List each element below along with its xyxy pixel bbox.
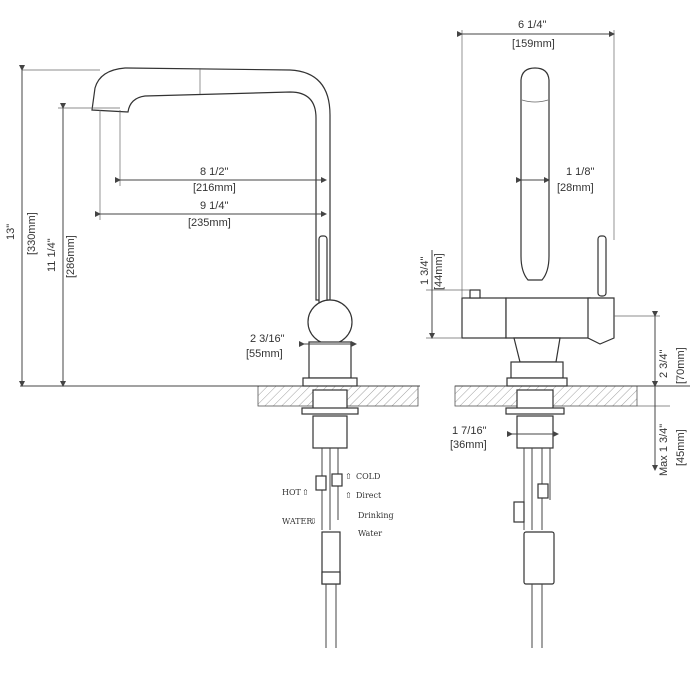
dim-body-height-imperial: 2 3/4" — [658, 350, 670, 378]
spout-front — [520, 67, 550, 281]
dim-max-deck-imperial: Max 1 3/4" — [658, 424, 670, 476]
arrow-cold: ⇧ — [345, 472, 352, 481]
dim-base-diameter-metric: [55mm] — [246, 348, 283, 360]
label-water: WATER — [282, 517, 313, 526]
dim-overall-height-metric: [330mm] — [26, 212, 38, 255]
dim-handle-height-metric: [44mm] — [433, 253, 445, 290]
dim-shank-diameter-metric: [36mm] — [450, 439, 487, 451]
dim-overall-width-metric: [159mm] — [512, 38, 555, 50]
dim-reach-long-metric: [235mm] — [188, 217, 231, 229]
dim-overall-width-imperial: 6 1/4" — [518, 19, 546, 31]
dim-handle-height-imperial: 1 3/4" — [419, 257, 431, 285]
arrow-direct: ⇧ — [345, 491, 352, 500]
label-direct-3: Water — [358, 529, 382, 538]
dim-max-deck-metric: [45mm] — [675, 429, 687, 466]
dim-reach-short-metric: [216mm] — [193, 182, 236, 194]
label-hot: HOT — [282, 488, 302, 497]
dim-spout-height-imperial: 11 1/4" — [46, 238, 58, 272]
dim-spout-height-metric: [286mm] — [65, 235, 77, 278]
dim-body-height-metric: [70mm] — [675, 347, 687, 384]
dim-spout-diameter-metric: [28mm] — [557, 182, 594, 194]
label-direct-1: Direct — [356, 491, 382, 500]
dim-reach-short-imperial: 8 1/2" — [200, 166, 228, 178]
arrow-water: ⇩ — [310, 517, 317, 526]
arrow-hot: ⇧ — [302, 488, 309, 497]
label-direct-2: Drinking — [358, 511, 394, 520]
dim-spout-diameter-imperial: 1 1/8" — [566, 166, 594, 178]
dim-shank-diameter-imperial: 1 7/16" — [452, 425, 487, 437]
valve-body-side — [307, 299, 353, 345]
side-view: 13" [330mm] 11 1/4" [286mm] 8 1/2" [216m… — [5, 65, 420, 648]
front-view: 6 1/4" [159mm] 1 1/8" [28mm] 1 3/4" [44m… — [419, 19, 690, 648]
label-cold: COLD — [356, 472, 380, 481]
handle-front — [597, 235, 607, 297]
dim-base-diameter-imperial: 2 3/16" — [250, 333, 285, 345]
lever-side — [318, 235, 328, 309]
dim-overall-height-imperial: 13" — [5, 224, 17, 240]
dim-reach-long-imperial: 9 1/4" — [200, 200, 228, 212]
